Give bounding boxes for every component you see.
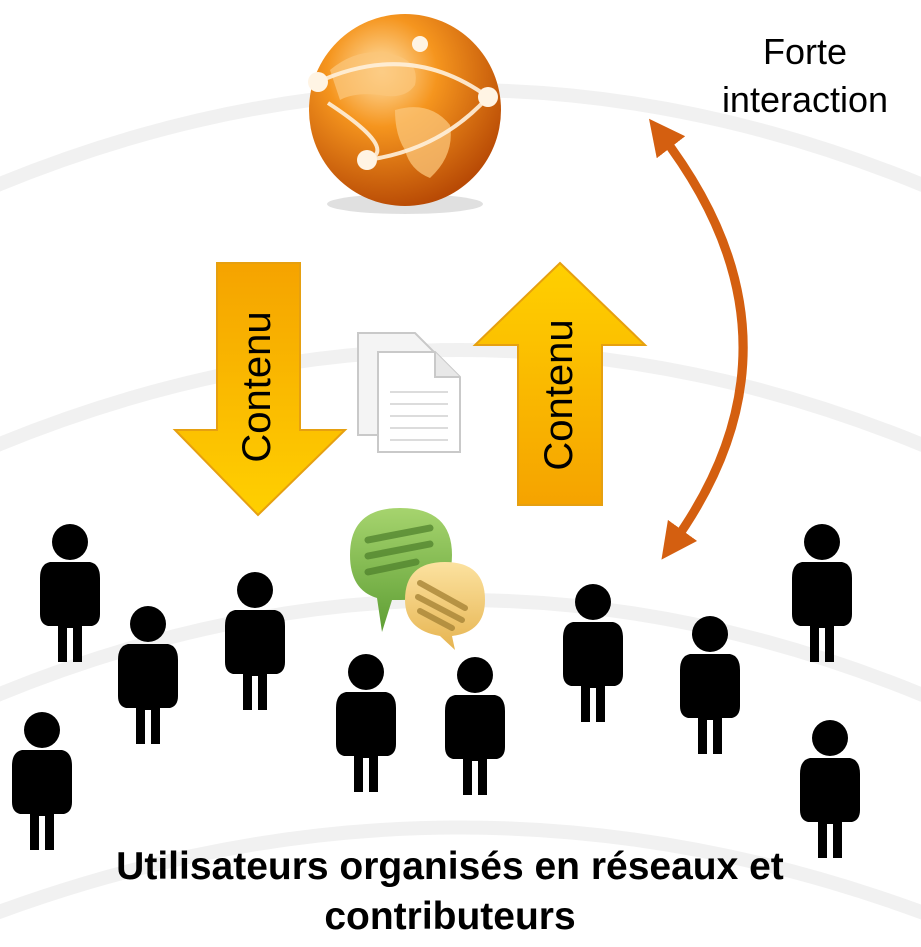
person-icon — [225, 572, 285, 710]
caption-line2: contributeurs — [324, 895, 576, 938]
interaction-label-line1: Forte — [762, 31, 848, 72]
person-icon — [800, 720, 860, 858]
interaction-label: Forte interaction — [690, 28, 920, 124]
documents-icon — [357, 332, 461, 453]
person-icon — [118, 606, 178, 744]
content-arrow-up: Contenu — [472, 261, 648, 506]
globe-icon — [308, 14, 501, 214]
person-icon — [445, 657, 505, 795]
chat-bubbles-icon — [350, 508, 485, 650]
person-icon — [336, 654, 396, 792]
person-icon — [12, 712, 72, 850]
person-icon — [40, 524, 100, 662]
background-arcs — [0, 83, 921, 920]
arrow-up-label: Contenu — [537, 319, 581, 470]
caption-line1: Utilisateurs organisés en réseaux et — [116, 845, 784, 888]
arrow-down-label: Contenu — [235, 311, 279, 462]
diagram-caption: Utilisateurs organisés en réseaux et con… — [0, 842, 900, 942]
interaction-arrow — [648, 118, 748, 560]
content-arrow-down: Contenu — [172, 262, 348, 517]
person-icon — [792, 524, 852, 662]
interaction-label-line2: interaction — [721, 79, 889, 120]
